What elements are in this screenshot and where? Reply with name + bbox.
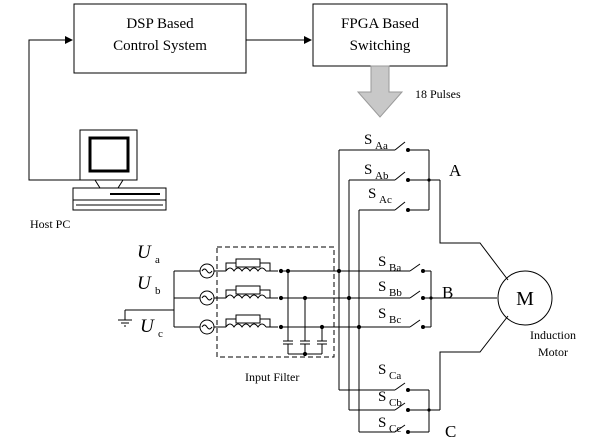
- ac-source-a: [174, 263, 215, 279]
- phase-label-b: B: [442, 283, 453, 302]
- switch-label-cb-sub: Cb: [389, 397, 402, 409]
- switch-label-ab-main: S: [364, 162, 372, 178]
- phase-label-c: C: [445, 422, 456, 441]
- switch-label-bc-sub: Bc: [389, 314, 401, 326]
- switch-label-bb-sub: Bb: [389, 287, 402, 299]
- host-pc-icon: [72, 129, 167, 211]
- filter-rl-a: [214, 258, 284, 274]
- switch-aa: [394, 141, 429, 152]
- filter-rl-b: [214, 285, 284, 301]
- switch-label-ac-main: S: [368, 186, 376, 202]
- input-ua-main: U: [137, 242, 152, 263]
- input-filter-label: Input Filter: [245, 370, 299, 384]
- switch-cc: [394, 424, 429, 434]
- switch-label-aa-sub: Aa: [375, 140, 388, 152]
- switch-ac: [394, 201, 429, 212]
- filter-capacitors: [283, 268, 327, 357]
- switch-label-ac-sub: Ac: [379, 194, 392, 206]
- switch-ba: [409, 263, 431, 273]
- dsp-block: [73, 3, 247, 74]
- pc-to-dsp-connection: [28, 36, 90, 181]
- switch-label-bc-main: S: [378, 306, 386, 322]
- input-uc-sub: c: [158, 328, 163, 340]
- motor-label-line1: Induction: [530, 328, 576, 342]
- phase-label-a: A: [449, 161, 462, 180]
- induction-motor: [497, 270, 553, 326]
- switch-label-ab-sub: Ab: [375, 170, 389, 182]
- filter-rl-c: [214, 314, 284, 330]
- ground-symbol: [118, 271, 175, 327]
- switch-label-ba-sub: Ba: [389, 262, 401, 274]
- switch-ab: [394, 171, 429, 182]
- motor-symbol: M: [516, 288, 534, 310]
- input-filter-box: [216, 246, 335, 358]
- pulses-arrow: [356, 65, 404, 118]
- switch-ca: [394, 382, 429, 392]
- fpga-block-line1: FPGA Based: [341, 16, 419, 32]
- switch-label-aa-main: S: [364, 132, 372, 148]
- input-ub-sub: b: [155, 285, 161, 297]
- dsp-block-line2: Control System: [113, 38, 207, 54]
- dsp-block-line1: DSP Based: [126, 16, 194, 32]
- switch-label-ca-sub: Ca: [389, 370, 401, 382]
- fpga-block-line2: Switching: [350, 38, 411, 54]
- input-bus-lines: [281, 149, 410, 433]
- switch-bb: [409, 290, 431, 300]
- switch-label-cc-main: S: [378, 415, 386, 431]
- switch-label-bb-main: S: [378, 279, 386, 295]
- switch-cb: [394, 402, 429, 412]
- pulses-label: 18 Pulses: [415, 87, 461, 101]
- fpga-block: [312, 3, 448, 67]
- motor-label-line2: Motor: [538, 345, 568, 359]
- ac-source-b: [174, 290, 215, 306]
- input-ua-sub: a: [155, 254, 160, 266]
- switch-label-ba-main: S: [378, 254, 386, 270]
- input-ub-main: U: [137, 273, 152, 294]
- input-uc-main: U: [140, 316, 155, 337]
- switch-label-cc-sub: Cc: [389, 423, 401, 435]
- switch-label-cb-main: S: [378, 389, 386, 405]
- switch-label-ca-main: S: [378, 362, 386, 378]
- host-pc-label: Host PC: [30, 217, 70, 231]
- phase-outputs: [429, 179, 509, 411]
- switch-bc: [409, 319, 431, 329]
- ac-source-c: [174, 319, 215, 335]
